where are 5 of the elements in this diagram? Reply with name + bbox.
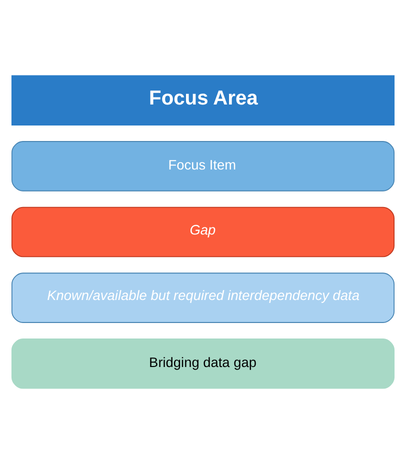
node-box: Bridging data gap [11, 338, 395, 389]
node-box: Known/available but required interdependency data [11, 272, 395, 323]
node-box: Gap [11, 206, 395, 258]
node-box: Focus Area [11, 75, 395, 126]
node-box: Focus Item [11, 141, 395, 192]
